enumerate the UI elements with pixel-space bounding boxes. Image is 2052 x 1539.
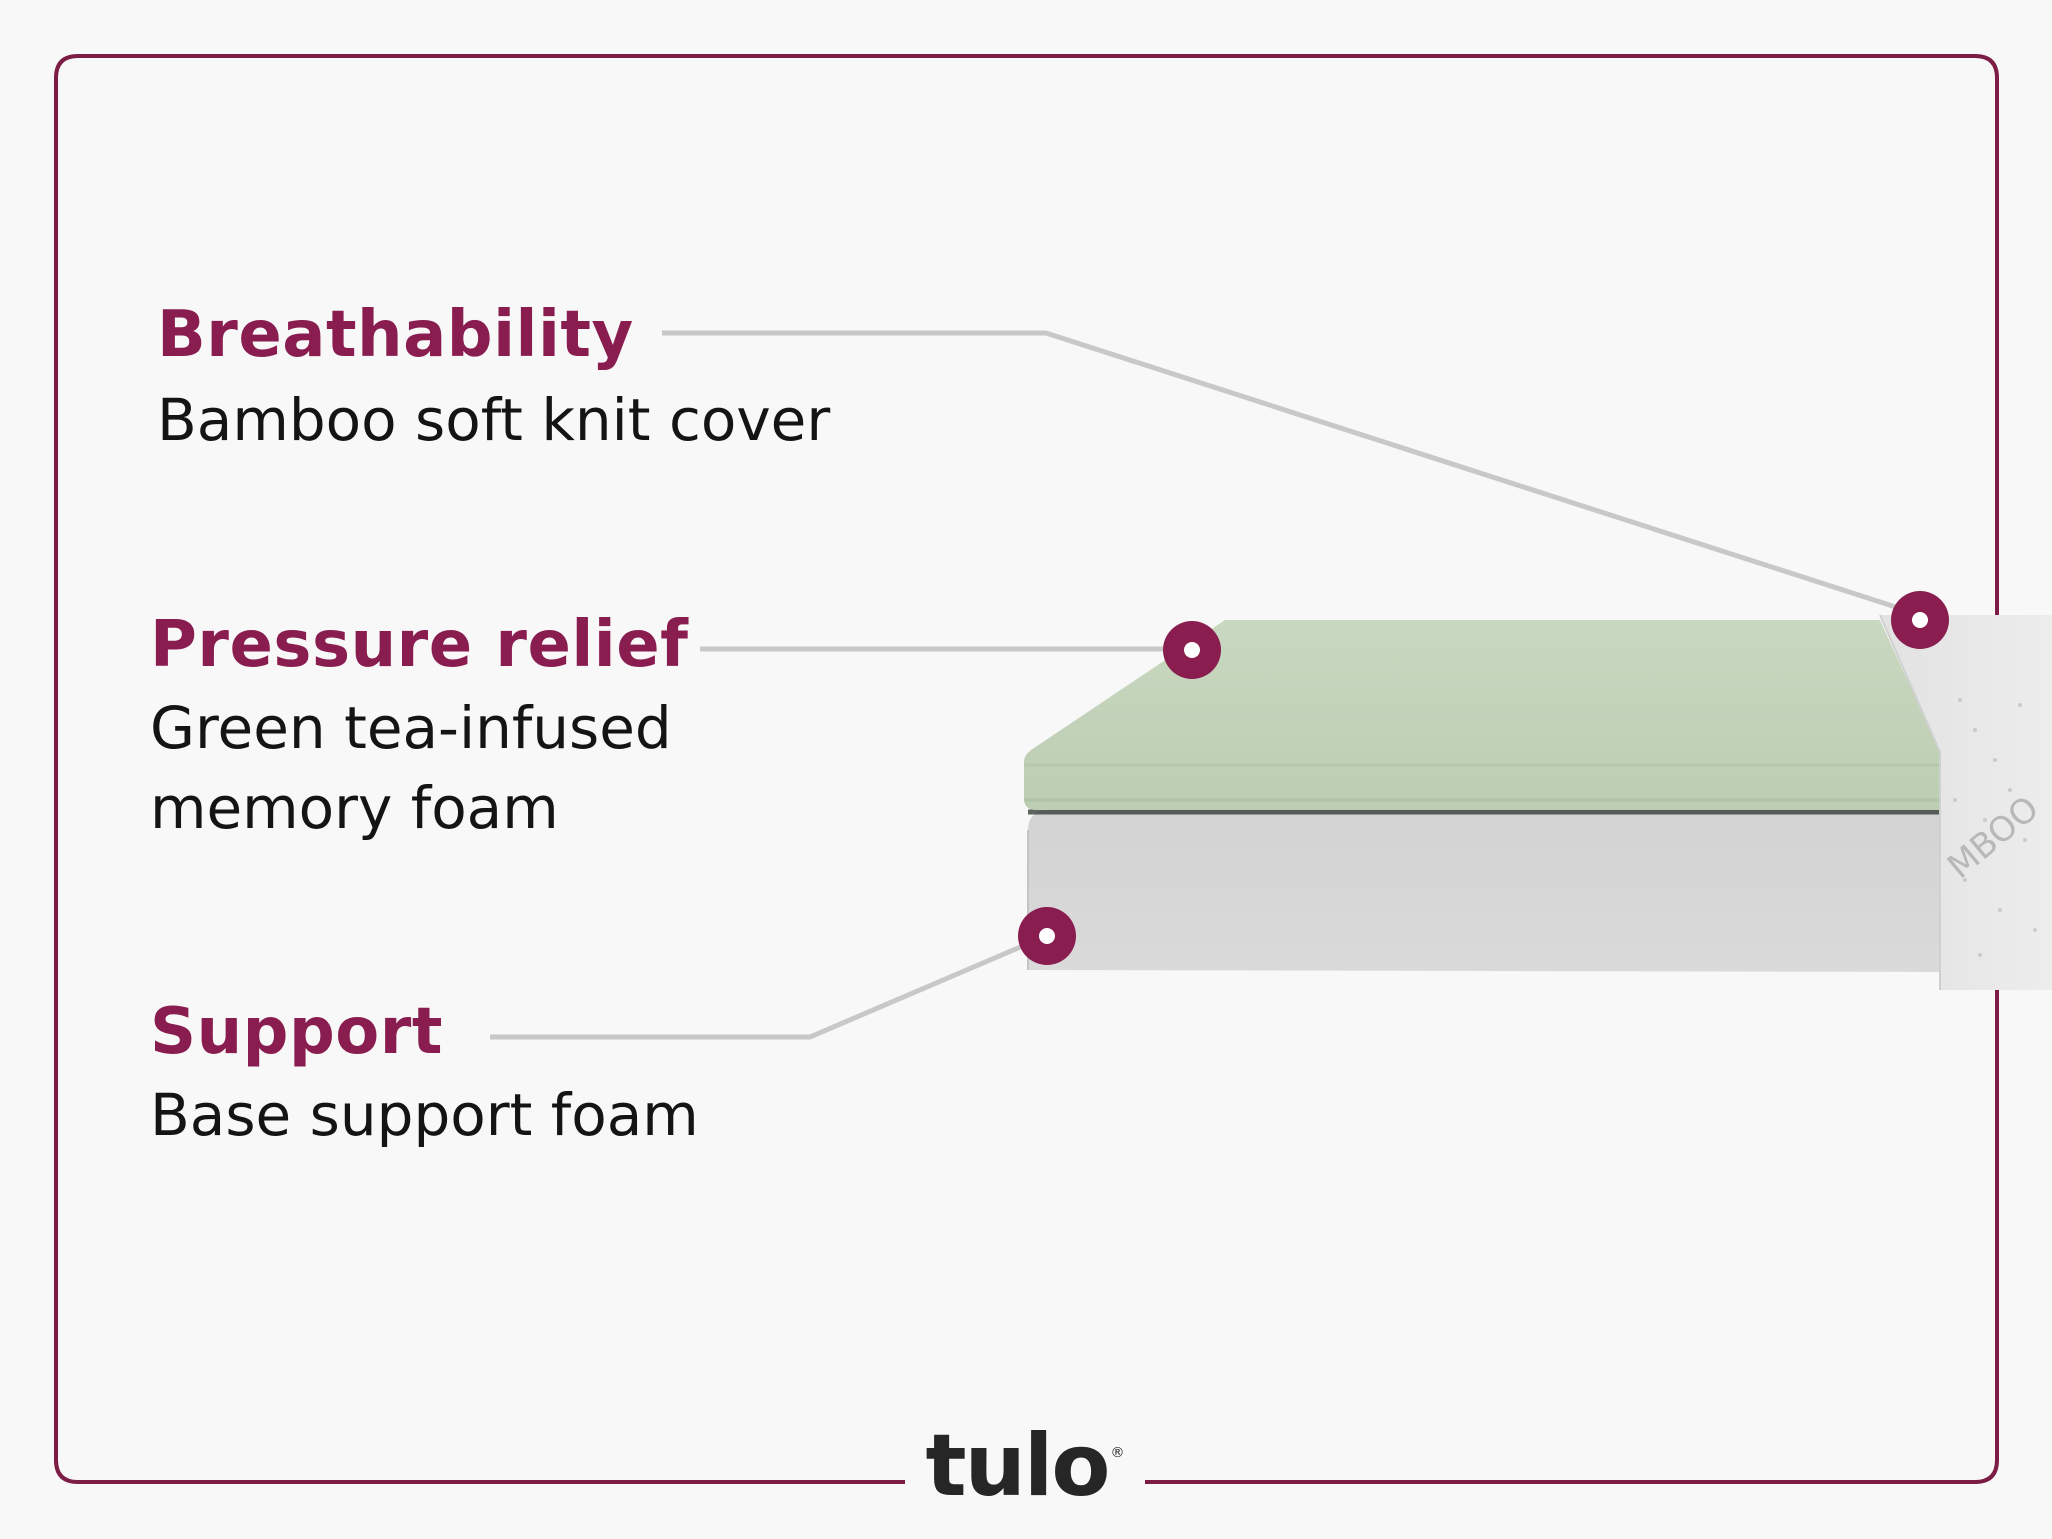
callout-breathability: Breathability — [157, 303, 634, 367]
support-foam-layer — [1028, 810, 1945, 972]
callout-description: Base support foam — [150, 1081, 699, 1149]
callout-pressure-relief: Pressure relief — [150, 613, 688, 677]
callout-title: Breathability — [157, 298, 634, 372]
logo-wordmark: tulo — [925, 1416, 1111, 1516]
callout-description: Bamboo soft knit cover — [157, 386, 831, 454]
marker-support — [1018, 907, 1076, 965]
leader-line-support — [490, 942, 1026, 1040]
frame-border — [54, 54, 1999, 1484]
callout-description-line-2: memory foam — [150, 774, 559, 842]
mattress-illustration: MBOO — [1024, 614, 2052, 990]
callout-title: Support — [150, 995, 443, 1069]
bamboo-cover — [1880, 615, 2052, 990]
leader-line-breathability — [662, 330, 1906, 613]
callout-markers — [1018, 591, 1949, 965]
memory-foam-layer — [1024, 620, 1940, 810]
leader-lines — [490, 330, 1906, 1040]
callout-support: Support — [150, 1000, 443, 1064]
tulo-logo: tulo® — [905, 1418, 1145, 1514]
callout-description-line-1: Green tea-infused — [150, 694, 672, 762]
marker-pressure-relief — [1163, 621, 1221, 679]
callout-title: Pressure relief — [150, 608, 689, 682]
marker-breathability — [1891, 591, 1949, 649]
registered-mark: ® — [1110, 1445, 1125, 1461]
